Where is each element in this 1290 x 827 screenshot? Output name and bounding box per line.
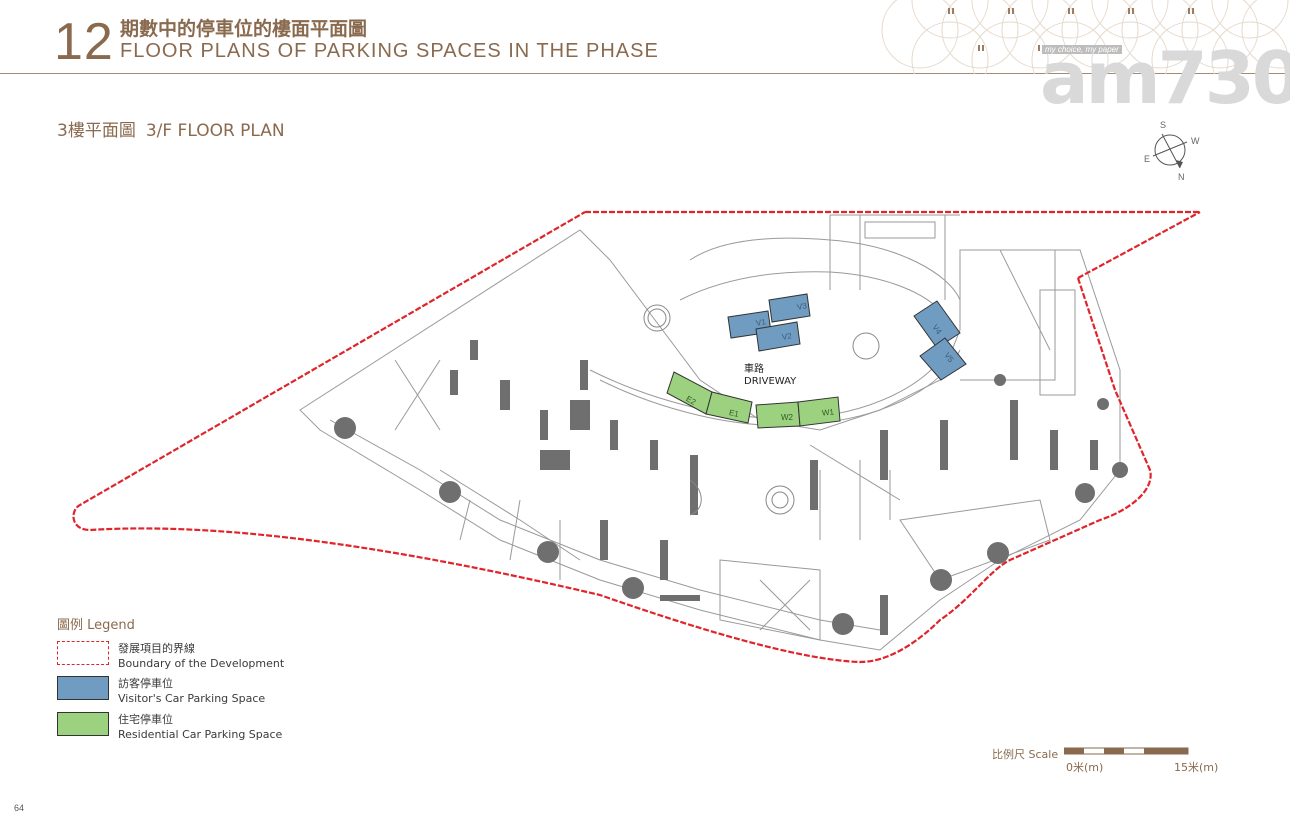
compass: S W E N <box>1140 118 1210 184</box>
legend-title: 圖例 Legend <box>57 618 135 633</box>
label-e1: E1 <box>728 408 740 419</box>
driveway-label-zh: 車路 <box>744 364 764 375</box>
legend-swatch-boundary <box>57 641 109 665</box>
legend-item-boundary: 發展項目的界線 Boundary of the Development <box>118 641 284 671</box>
legend-swatch-residential <box>57 712 109 736</box>
compass-s: S <box>1160 120 1167 130</box>
legend-residential-zh: 住宅停車位 <box>118 713 173 726</box>
legend-boundary-en: Boundary of the Development <box>118 657 285 670</box>
parking-space-v5 <box>919 337 967 381</box>
label-v5: V5 <box>942 350 956 365</box>
driveway-label-en: DRIVEWAY <box>744 376 797 387</box>
development-boundary <box>72 210 1200 664</box>
compass-icon <box>1152 133 1188 169</box>
label-e2: E2 <box>684 394 698 407</box>
header-divider <box>0 73 1290 74</box>
parking-space-w2 <box>755 401 801 429</box>
roundabouts <box>643 304 880 516</box>
label-v2: V2 <box>781 331 793 342</box>
watermark-tagline: my choice, my paper <box>1042 45 1122 54</box>
legend-boundary-zh: 發展項目的界線 <box>118 642 195 655</box>
driveway-label: 車路 DRIVEWAY <box>744 364 796 388</box>
page-number: 64 <box>14 803 25 813</box>
scale-bar <box>1064 747 1189 755</box>
floor-plan-title-en: 3/F FLOOR PLAN <box>145 121 285 141</box>
label-v3: V3 <box>796 301 808 312</box>
legend-item-residential: 住宅停車位 Residential Car Parking Space <box>118 712 282 742</box>
floor-plan-title: 3樓平面圖 3/F FLOOR PLAN <box>57 116 295 141</box>
label-w1: W1 <box>821 407 835 418</box>
compass-e: E <box>1144 154 1151 164</box>
page-title-en: FLOOR PLANS OF PARKING SPACES IN THE PHA… <box>120 40 659 62</box>
legend-swatch-visitor <box>57 676 109 700</box>
label-v4: V4 <box>930 322 944 337</box>
building-outline <box>299 214 1121 651</box>
compass-n: N <box>1178 172 1185 182</box>
legend-visitor-en: Visitor's Car Parking Space <box>118 692 266 705</box>
page-title-zh: 期數中的停車位的樓面平面圖 <box>120 18 368 40</box>
scale-end: 15米(m) <box>1174 761 1219 774</box>
scale-start: 0米(m) <box>1066 761 1104 774</box>
section-number: 12 <box>54 13 114 71</box>
legend-visitor-zh: 訪客停車位 <box>118 677 173 690</box>
label-w2: W2 <box>781 413 793 422</box>
compass-w: W <box>1191 136 1200 146</box>
decorative-circle-pattern <box>881 0 1290 74</box>
legend-item-visitor: 訪客停車位 Visitor's Car Parking Space <box>118 676 265 706</box>
scale-label: 比例尺 Scale <box>992 748 1059 761</box>
parking-space-e2 <box>666 371 713 415</box>
floor-plan-title-zh: 3樓平面圖 <box>57 121 136 141</box>
label-v1: V1 <box>755 317 767 328</box>
legend-residential-en: Residential Car Parking Space <box>118 728 283 741</box>
